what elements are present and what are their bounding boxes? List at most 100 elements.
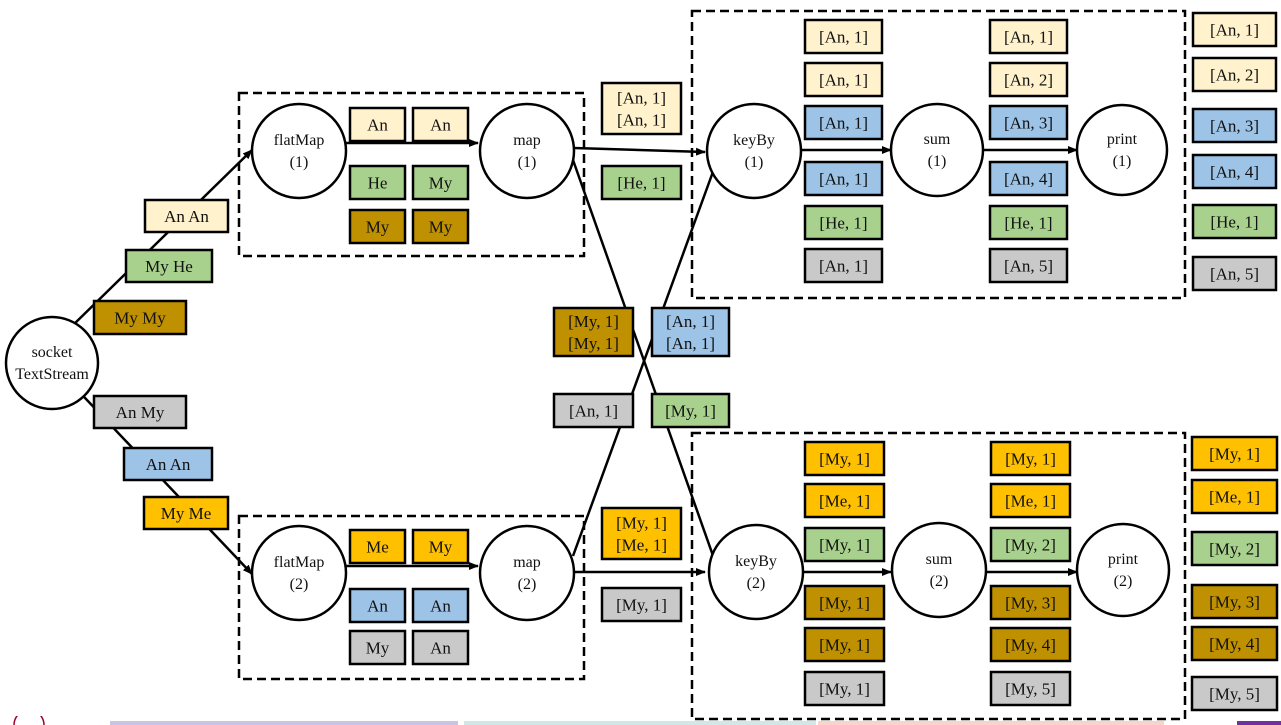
keyby2-tuple-1-rect [803, 440, 886, 477]
map1-label-line1: map [513, 132, 541, 149]
word1-my-a: My [411, 164, 470, 201]
node-map1-circle [478, 102, 576, 200]
print1-tuple-1-rect [1191, 11, 1278, 48]
sum1-tuple-1-label: [An, 1] [1004, 28, 1053, 47]
print2-tuple-3: [My, 2] [1190, 530, 1279, 567]
sum1-tuple-3: [An, 3] [988, 104, 1069, 141]
sum2-tuple-1-label: [My, 1] [1005, 450, 1056, 469]
word2-an-c-rect [411, 629, 470, 666]
word1-my-c-label: My [429, 218, 453, 237]
map2-out-my-me: [My, 1][Me, 1] [600, 506, 683, 561]
sentence-an-an-1: An An [143, 198, 230, 234]
sum2-tuple-4-rect [989, 584, 1072, 621]
print2-tuple-2-rect [1190, 478, 1279, 515]
sum1-tuple-3-label: [An, 3] [1004, 114, 1053, 133]
sentence-my-my: My My [92, 299, 188, 336]
print1-tuple-6-label: [An, 5] [1210, 265, 1259, 284]
sum1-tuple-4-label: [An, 4] [1004, 170, 1053, 189]
node-sum2-circle [890, 521, 988, 619]
word1-he-rect [348, 164, 407, 201]
print2-tuple-5: [My, 4] [1190, 625, 1279, 662]
sum1-tuple-6-label: [An, 5] [1004, 257, 1053, 276]
sentence-an-an-1-label: An An [164, 207, 209, 226]
keyby1-label-line1: keyBy [733, 132, 775, 149]
sentence-an-an-1-rect [143, 198, 230, 234]
cross-my-my-rect [552, 306, 635, 358]
print2-tuple-6-label: [My, 5] [1209, 685, 1260, 704]
sum1-tuple-5: [He, 1] [988, 204, 1069, 241]
flatmap2-label-line2: (2) [290, 576, 309, 593]
map2-out-my-label: [My, 1] [616, 596, 667, 615]
word2-me: Me [348, 528, 407, 565]
keyby1-tuple-4: [An, 1] [803, 160, 884, 197]
print1-tuple-6-rect [1191, 255, 1278, 292]
print2-tuple-6-rect [1190, 675, 1279, 712]
sentence-my-he-rect [124, 248, 214, 284]
sum1-tuple-5-label: [He, 1] [1004, 214, 1052, 233]
word1-my-a-rect [411, 164, 470, 201]
keyby1-tuple-5-label: [He, 1] [819, 214, 867, 233]
print1-label-line2: (1) [1113, 153, 1132, 170]
keyby2-label-line1: keyBy [735, 553, 777, 570]
word1-my-c-rect [411, 208, 470, 245]
sum1-tuple-1: [An, 1] [988, 18, 1069, 55]
keyby1-label-line2: (1) [745, 154, 764, 171]
map1-label-line2: (1) [518, 154, 537, 171]
sum2-tuple-3-label: [My, 2] [1005, 536, 1056, 555]
keyby1-tuple-2-label: [An, 1] [819, 71, 868, 90]
keyby1-tuple-1-label: [An, 1] [819, 28, 868, 47]
flatmap1-label-line1: flatMap [274, 132, 325, 149]
print1-tuple-1-label: [An, 1] [1210, 21, 1259, 40]
source-label-line1: socket [32, 344, 73, 361]
map1-out-he-rect [600, 164, 683, 201]
word2-an-c: An [411, 629, 470, 666]
print1-tuple-2: [An, 2] [1191, 56, 1278, 93]
word2-my-a-label: My [429, 538, 453, 557]
sentence-my-he: My He [124, 248, 214, 284]
sum1-tuple-2-rect [988, 61, 1069, 98]
flatmap1-label-line2: (1) [290, 154, 309, 171]
sum2-tuple-6-label: [My, 5] [1005, 680, 1056, 699]
word1-he-label: He [368, 174, 388, 193]
sum1-tuple-5-rect [988, 204, 1069, 241]
dashed-groups [237, 9, 1187, 721]
keyby2-tuple-1-label: [My, 1] [819, 450, 870, 469]
word1-my-b: My [348, 208, 407, 245]
map1-out-an-an: [An, 1][An, 1] [600, 81, 683, 136]
operators [4, 102, 1171, 622]
sum1-label-line1: sum [924, 131, 951, 148]
sentence-my-me-label: My Me [161, 504, 212, 523]
sum2-tuple-3: [My, 2] [989, 526, 1072, 563]
print1-tuple-6: [An, 5] [1191, 255, 1278, 292]
keyby2-tuple-3-label: [My, 1] [819, 536, 870, 555]
sum2-tuple-5-label: [My, 4] [1005, 636, 1056, 655]
keyby2-tuple-1: [My, 1] [803, 440, 886, 477]
word2-an-a: An [348, 587, 407, 624]
keyby1-tuple-6-rect [803, 247, 884, 284]
print2-tuple-3-rect [1190, 530, 1279, 567]
edge-map1-keyby1 [573, 146, 706, 156]
keyby1-tuple-3-rect [803, 104, 884, 141]
map2-out-my: [My, 1] [600, 586, 683, 623]
word2-an-b-rect [411, 587, 470, 624]
sentence-an-my-rect [92, 394, 188, 430]
node-flatmap2-circle [250, 524, 348, 622]
sum2-tuple-4-label: [My, 3] [1005, 594, 1056, 613]
keyby1-tuple-4-rect [803, 160, 884, 197]
word2-my-a-rect [411, 528, 470, 565]
print1-label-line1: print [1107, 131, 1138, 148]
source-label-line2: TextStream [15, 366, 89, 383]
word2-an-a-rect [348, 587, 407, 624]
sum1-tuple-6: [An, 5] [988, 247, 1069, 284]
cross-my-single: [My, 1] [650, 392, 731, 429]
node-sum1-circle [889, 102, 985, 198]
node-keyby2-circle [707, 523, 805, 621]
map2-out-my-me-label-2: [Me, 1] [616, 536, 667, 555]
word2-an-b: An [411, 587, 470, 624]
print2-tuple-4-label: [My, 3] [1209, 593, 1260, 612]
word1-my-b-label: My [366, 218, 390, 237]
keyby1-tuple-1-rect [803, 18, 884, 55]
print2-tuple-2: [Me, 1] [1190, 478, 1279, 515]
word1-an-b-label: An [430, 116, 451, 135]
